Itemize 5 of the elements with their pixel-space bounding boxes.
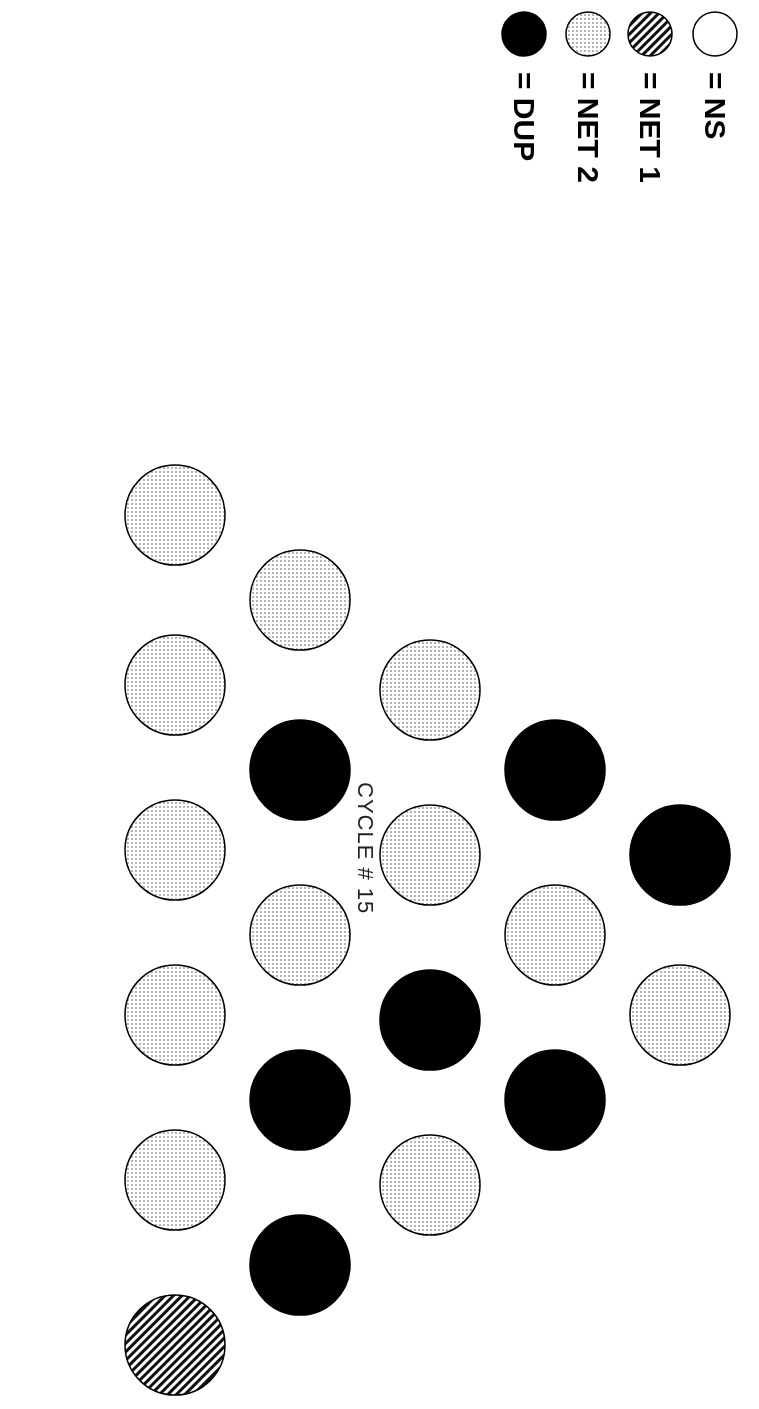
legend-label: = NET 2 [571, 72, 605, 183]
legend-label: = NET 1 [633, 72, 667, 183]
title: CYCLE # 15 [352, 782, 378, 915]
legend-label: = NS [698, 72, 732, 140]
legend-label: = DUP [507, 72, 541, 162]
